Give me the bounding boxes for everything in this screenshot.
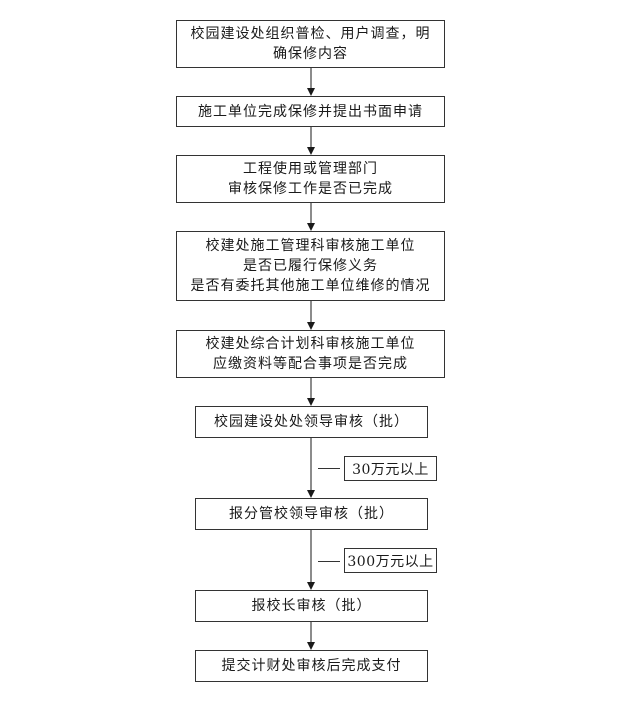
step-box-president-approval: 报校长审核（批） xyxy=(195,590,428,622)
step-box-department-review: 工程使用或管理部门 审核保修工作是否已完成 xyxy=(176,155,445,203)
condition-dash xyxy=(318,468,340,469)
step-box-general-inspection: 校园建设处组织普检、用户调查，明 确保修内容 xyxy=(176,20,445,68)
step-text-line: 工程使用或管理部门 xyxy=(243,161,378,177)
step-text-line: 施工单位完成保修并提出书面申请 xyxy=(198,103,423,120)
step-text-line: 确保修内容 xyxy=(273,46,348,62)
step-text-line: 应缴资料等配合事项是否完成 xyxy=(213,356,408,372)
step-box-planning-review: 校建处综合计划科审核施工单位 应缴资料等配合事项是否完成 xyxy=(176,330,445,378)
step-text-line: 校园建设处处领导审核（批） xyxy=(214,414,409,430)
step-box-written-application: 施工单位完成保修并提出书面申请 xyxy=(176,96,445,127)
step-text-line: 校园建设处组织普检、用户调查，明 xyxy=(190,26,431,42)
condition-label-30-wan: 30万元以上 xyxy=(344,456,437,481)
step-box-vice-president-approval: 报分管校领导审核（批） xyxy=(195,498,428,530)
step-text-line: 校建处施工管理科审核施工单位 xyxy=(205,238,416,254)
condition-dash xyxy=(318,561,340,562)
step-box-finance-payment: 提交计财处审核后完成支付 xyxy=(195,650,428,682)
step-text-line: 审核保修工作是否已完成 xyxy=(228,181,393,197)
step-text-line: 提交计财处审核后完成支付 xyxy=(221,658,402,674)
step-text-line: 是否已履行保修义务 xyxy=(243,258,378,274)
step-text-line: 报校长审核（批） xyxy=(251,598,372,614)
step-box-construction-management-review: 校建处施工管理科审核施工单位 是否已履行保修义务 是否有委托其他施工单位维修的情… xyxy=(176,231,445,301)
step-text-line: 是否有委托其他施工单位维修的情况 xyxy=(190,278,431,294)
condition-label-300-wan: 300万元以上 xyxy=(344,548,437,573)
step-text-line: 校建处综合计划科审核施工单位 xyxy=(205,336,416,352)
step-text-line: 报分管校领导审核（批） xyxy=(229,506,394,522)
step-box-campus-construction-leader-approval: 校园建设处处领导审核（批） xyxy=(195,406,428,438)
